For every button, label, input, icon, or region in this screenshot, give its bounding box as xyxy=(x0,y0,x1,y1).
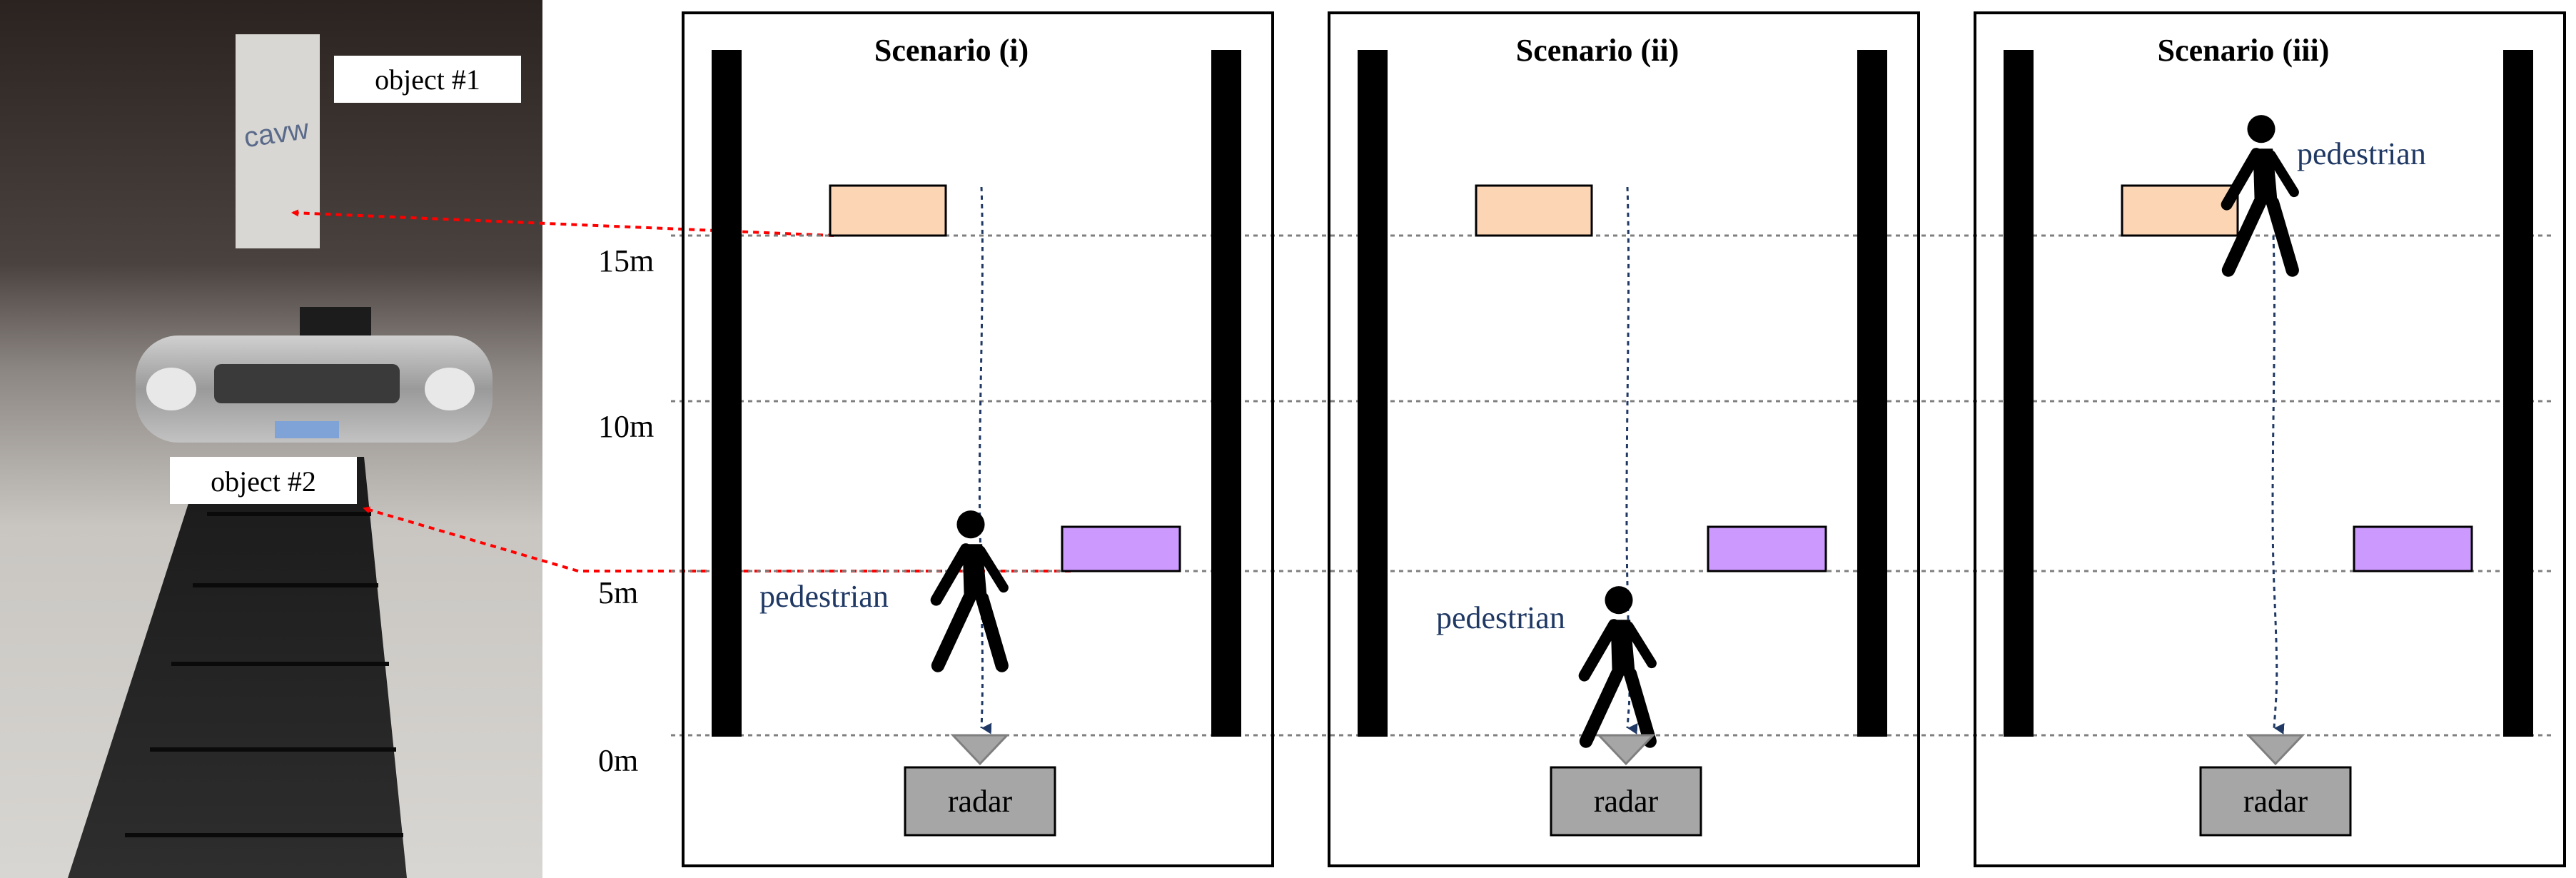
object1-pointer-arrow xyxy=(291,209,834,237)
scenario-frame xyxy=(1328,11,1920,867)
radar-box xyxy=(904,766,1056,837)
pedestrian-icon xyxy=(1578,586,1657,748)
pedestrian-icon xyxy=(2221,115,2299,277)
pedestrian-path xyxy=(978,186,992,735)
radar-beam-icon xyxy=(2246,734,2305,766)
photo-panel: cavw object #1 object #2 xyxy=(0,0,542,878)
scale-label-15m: 15m xyxy=(598,243,654,278)
wall-right xyxy=(2503,50,2533,737)
object1-box xyxy=(1475,184,1593,237)
scenario-panel-ii: Scenario (ii) pedestrian radar xyxy=(1328,11,1920,867)
object1-label-box xyxy=(334,56,521,103)
pedestrian-label: pedestrian xyxy=(2297,136,2426,171)
object1-box xyxy=(2121,184,2239,237)
object1-label: object #1 xyxy=(375,64,480,96)
object1-box xyxy=(829,184,947,237)
object2-box xyxy=(1707,525,1827,572)
object2-label-box xyxy=(170,457,357,504)
radar-beam-icon xyxy=(950,734,1010,766)
radar-beam-icon xyxy=(1596,734,1656,766)
radar-label: radar xyxy=(948,784,1013,819)
scenario-frame xyxy=(1974,11,2566,867)
radar-box xyxy=(2199,766,2352,837)
wall-right xyxy=(1211,50,1241,737)
pedestrian-label: pedestrian xyxy=(1436,600,1565,635)
track-segment-lines xyxy=(125,512,403,837)
car-plate xyxy=(275,421,339,438)
pedestrian-label: pedestrian xyxy=(759,579,889,614)
pedestrian-path xyxy=(2271,235,2285,735)
car-headlight-left xyxy=(146,368,196,410)
scale-label-0m: 0m xyxy=(598,743,638,778)
object2-box xyxy=(1061,525,1181,572)
distance-scale: 15m 10m 5m 0m xyxy=(598,243,654,778)
car-roof xyxy=(300,307,371,335)
track xyxy=(68,457,407,878)
wall-left xyxy=(2004,50,2034,737)
wall-right xyxy=(1857,50,1887,737)
pedestrian-icon xyxy=(930,510,1009,672)
car-grille xyxy=(214,364,400,403)
radar-label: radar xyxy=(1594,784,1659,819)
scale-label-10m: 10m xyxy=(598,409,654,444)
object2-label: object #2 xyxy=(211,465,316,498)
object2-box xyxy=(2353,525,2473,572)
scenario-title: Scenario (i) xyxy=(874,33,1029,68)
wall-left xyxy=(712,50,742,737)
scenario-title: Scenario (iii) xyxy=(2158,33,2330,68)
scenario-title: Scenario (ii) xyxy=(1516,33,1680,68)
radar-box xyxy=(1550,766,1702,837)
scenario-panel-iii: Scenario (iii) pedestrian radar xyxy=(1974,11,2566,867)
scenario-panel-i: Scenario (i) pedestrian radar xyxy=(682,11,1274,867)
wall-left xyxy=(1358,50,1388,737)
scenario-frame xyxy=(682,11,1274,867)
scale-label-5m: 5m xyxy=(598,575,638,610)
car-headlight-right xyxy=(425,368,475,410)
radar-label: radar xyxy=(2243,784,2308,819)
